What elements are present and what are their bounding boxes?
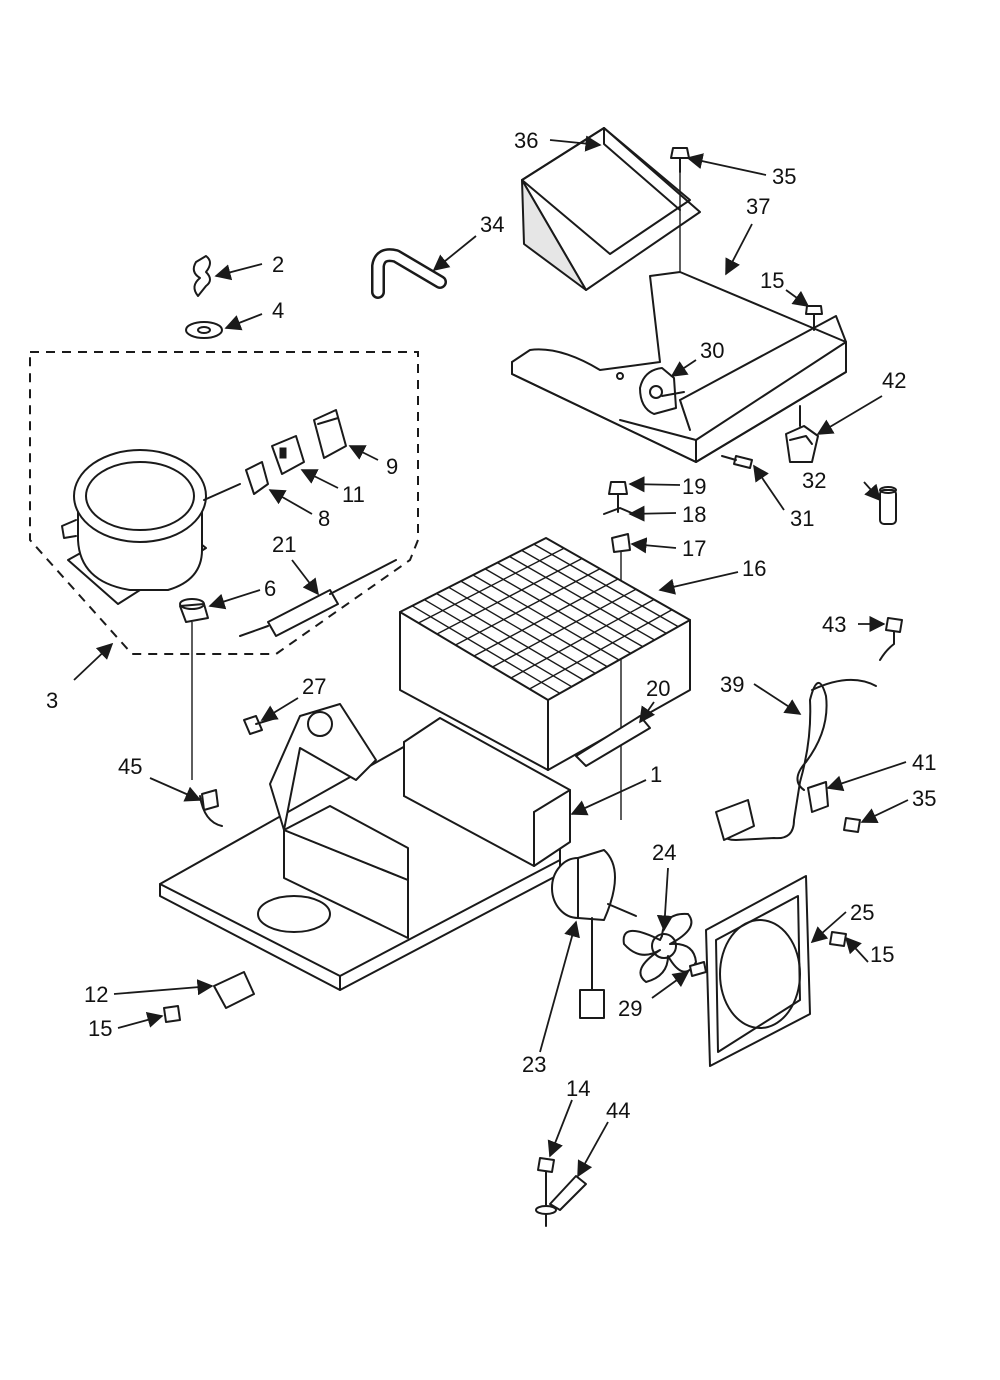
part-42-bracket <box>785 405 819 463</box>
callout-15-left: 15 <box>88 1016 112 1041</box>
part-11-relay <box>271 435 305 475</box>
callout-25: 25 <box>850 900 874 925</box>
part-44-tube <box>549 1175 587 1211</box>
part-16-evaporator <box>399 537 691 771</box>
part-14-screw <box>535 1157 557 1227</box>
callout-34: 34 <box>480 212 504 237</box>
part-21-drier <box>239 559 397 637</box>
part-31-screw <box>721 455 753 469</box>
part-3-compressor-group <box>29 351 419 655</box>
part-4-washer <box>185 321 223 339</box>
part-20-strap <box>575 715 651 767</box>
callout-15-top: 15 <box>760 268 784 293</box>
callout-43: 43 <box>822 612 846 637</box>
callout-21: 21 <box>272 532 296 557</box>
callout-30: 30 <box>700 338 724 363</box>
callout-15-right: 15 <box>870 942 894 967</box>
callout-18: 18 <box>682 502 706 527</box>
callout-1: 1 <box>650 762 662 787</box>
callout-9: 9 <box>386 454 398 479</box>
callout-2: 2 <box>272 252 284 277</box>
part-23-fan-motor <box>551 849 637 1019</box>
callout-35-top: 35 <box>772 164 796 189</box>
callout-17: 17 <box>682 536 706 561</box>
callout-3: 3 <box>46 688 58 713</box>
callout-11: 11 <box>342 482 365 507</box>
callout-29: 29 <box>618 996 642 1021</box>
part-27-screw <box>243 715 277 735</box>
part-24-fan-blade <box>622 912 697 983</box>
callout-41: 41 <box>912 750 936 775</box>
part-36-evaporator-cover <box>521 127 701 291</box>
callout-8: 8 <box>318 506 330 531</box>
part-25-fan-shroud <box>705 875 811 1067</box>
part-35-screw-right <box>843 817 861 833</box>
callout-35-right: 35 <box>912 786 936 811</box>
part-32-pin <box>879 486 897 525</box>
part-15-screw-upper <box>805 305 823 331</box>
callout-6: 6 <box>264 576 276 601</box>
callout-32: 32 <box>802 468 826 493</box>
leader-lines <box>73 135 909 1178</box>
part-2-clip <box>192 255 211 297</box>
part-15-screw-lower-right <box>829 931 847 947</box>
part-45-wire-harness <box>199 789 223 827</box>
part-8-overload <box>245 461 269 495</box>
part-29-clip <box>689 961 707 977</box>
callout-4: 4 <box>272 298 284 323</box>
callout-44: 44 <box>606 1098 630 1123</box>
callout-37: 37 <box>746 194 770 219</box>
callout-36: 36 <box>514 128 538 153</box>
part-34-drain-tube <box>371 248 447 299</box>
part-12-terminal-block <box>213 971 255 1009</box>
part-30-thermostat <box>639 367 685 415</box>
callout-labels: 36 35 37 34 2 15 4 30 42 9 11 8 32 19 31… <box>46 128 936 1123</box>
callout-23: 23 <box>522 1052 546 1077</box>
part-9-cover <box>313 409 347 459</box>
part-39-power-cord <box>715 678 877 841</box>
callout-16: 16 <box>742 556 766 581</box>
callout-27: 27 <box>302 674 326 699</box>
part-41-clamp <box>807 781 829 813</box>
callout-14: 14 <box>566 1076 590 1101</box>
compressor-body <box>61 449 241 605</box>
part-1-base-chassis <box>159 703 571 991</box>
part-15-screw-lower-left <box>163 1005 181 1023</box>
callout-39: 39 <box>720 672 744 697</box>
callout-42: 42 <box>882 368 906 393</box>
part-43-screw <box>879 617 903 661</box>
callout-12: 12 <box>84 982 108 1007</box>
part-6-grommet <box>179 598 209 780</box>
callout-19: 19 <box>682 474 706 499</box>
callout-45: 45 <box>118 754 142 779</box>
callout-31: 31 <box>790 506 814 531</box>
callout-24: 24 <box>652 840 676 865</box>
callout-20: 20 <box>646 676 670 701</box>
